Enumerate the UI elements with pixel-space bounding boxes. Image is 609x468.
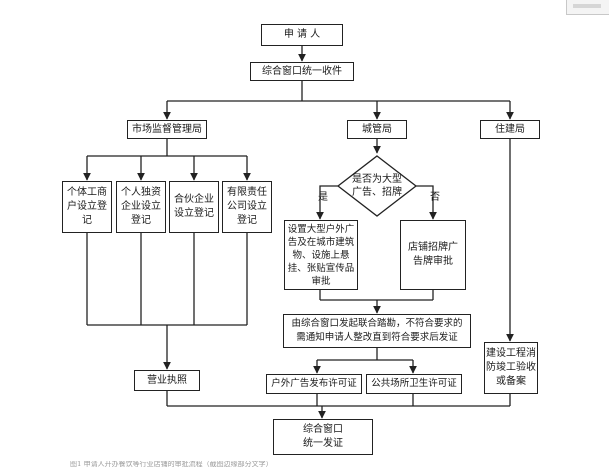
node-shop-sign-approval: 店铺招牌广 告牌审批 [400,220,466,290]
node-large-ad-approval: 设置大型户外广 告及在城市建筑 物、设施上悬 挂、张贴宣传品 审批 [284,220,358,290]
node-market-bureau: 市场监督管理局 [127,120,207,139]
corner-stamp [566,0,609,15]
node-housing-bureau: 住建局 [480,120,540,139]
node-joint-survey: 由综合窗口发起联合踏勘，不符合要求的 需通知申请人整改直到符合要求后发证 [283,314,471,348]
branch-label-yes: 是 [318,192,328,203]
node-business-license: 营业执照 [134,370,200,391]
node-hygiene-permit: 公共场所卫生许可证 [366,374,462,394]
node-window-receive: 综合窗口统一收件 [250,62,354,81]
node-urban-bureau: 城管局 [347,120,407,139]
node-fire-acceptance: 建设工程消 防竣工验收 或备案 [484,342,538,394]
node-reg-individual: 个体工商 户设立登 记 [62,181,112,233]
node-reg-llc: 有限责任 公司设立 登记 [222,181,272,233]
edge-yes [316,185,338,220]
figure-caption: 图1 申请人开办餐饮等行业店铺的审批流程（截图边缘部分文字） [70,461,273,467]
decision-text: 是否为大型 广告、招牌 [352,174,402,198]
node-reg-sole: 个人独资 企业设立 登记 [116,181,166,233]
branch-label-no: 否 [430,192,440,203]
node-applicant: 申 请 人 [261,24,343,46]
node-window-issue: 综合窗口 统一发证 [273,419,373,455]
node-reg-partnership: 合伙企业 设立登记 [169,181,219,233]
decision-diamond [336,155,418,217]
node-ad-permit: 户外广告发布许可证 [266,374,362,394]
edge-no [416,185,437,220]
